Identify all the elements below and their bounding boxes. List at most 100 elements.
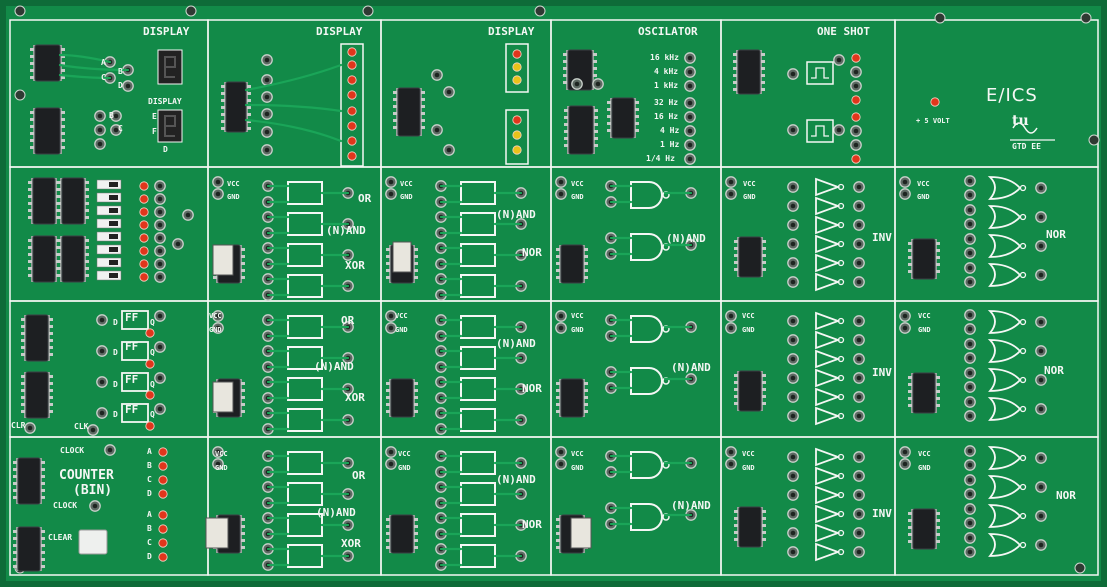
- socket-hole: [388, 191, 394, 197]
- inverter-symbol: [815, 215, 841, 235]
- input-led: [139, 220, 149, 230]
- ic-pin: [49, 410, 53, 413]
- ff-ic-2: [61, 177, 85, 225]
- ic-pin: [13, 558, 17, 561]
- xor-ic-label-tag: [212, 244, 234, 276]
- ic-pin: [414, 518, 418, 521]
- ic-pin: [386, 546, 390, 549]
- inverter-ic: [738, 236, 762, 278]
- inverter-symbol: [815, 253, 841, 273]
- socket-hole: [157, 222, 163, 228]
- socket-hole: [687, 156, 693, 162]
- ic-pin: [221, 113, 225, 116]
- and-ic-label-tag: [205, 517, 229, 549]
- nor-label-r2c6: NOR: [1046, 228, 1066, 241]
- ic-pin: [635, 101, 639, 104]
- ic-pin: [28, 195, 32, 198]
- vcc-label-r4c6: VCC: [918, 450, 931, 458]
- gnd-label-r3c5: GND: [742, 326, 755, 334]
- gnd-label-r3c6: GND: [918, 326, 931, 334]
- bcd-c-label: C: [101, 73, 106, 82]
- ic-pin: [49, 325, 53, 328]
- nor-gate-symbol: [987, 397, 1022, 421]
- display-2-led: [347, 90, 357, 100]
- cnt2-a-label: A: [147, 510, 152, 519]
- gnd-label-r4c6: GND: [918, 464, 931, 472]
- vcc-label-r2c3: VCC: [400, 180, 413, 188]
- socket-hole: [97, 113, 103, 119]
- inverter-bubble: [837, 336, 845, 344]
- ic-pin: [762, 538, 766, 541]
- socket-hole: [728, 191, 734, 197]
- socket-hole: [388, 179, 394, 185]
- ic-pin: [21, 375, 25, 378]
- socket-hole: [264, 129, 270, 135]
- ic-pin: [936, 256, 940, 259]
- socket-hole: [574, 81, 580, 87]
- ic-pin: [393, 119, 397, 122]
- copper-trace: [439, 318, 523, 338]
- socket-hole: [790, 318, 796, 324]
- gnd-label-r3c2: GND: [209, 326, 222, 334]
- socket-hole: [836, 57, 842, 63]
- osc-freq-16khz: 16 kHz: [650, 53, 679, 62]
- ic-pin: [734, 402, 738, 405]
- clear-button: [78, 529, 108, 555]
- socket-hole: [902, 449, 908, 455]
- inverter-symbol: [815, 504, 841, 524]
- display-1-label: DISPLAY: [143, 25, 190, 38]
- socket-hole: [687, 142, 693, 148]
- socket-hole: [790, 279, 796, 285]
- ic-pin: [85, 209, 89, 212]
- xor-label-r3: XOR: [345, 391, 365, 404]
- display-3-ic: [397, 87, 421, 137]
- socket-hole: [967, 506, 973, 512]
- seg-d-label: D: [163, 145, 168, 154]
- ic-pin: [908, 383, 912, 386]
- counter-ic-2: [17, 526, 41, 572]
- nor-bubble: [1019, 242, 1027, 250]
- ic-pin: [908, 256, 912, 259]
- socket-hole: [856, 413, 862, 419]
- pulse-icon: [811, 67, 829, 79]
- input-led: [139, 233, 149, 243]
- vcc-label-r4c5: VCC: [742, 450, 755, 458]
- copper-trace: [439, 411, 523, 431]
- copper-trace: [266, 547, 350, 567]
- ic-pin: [386, 410, 390, 413]
- socket-hole: [99, 317, 105, 323]
- copper-trace: [266, 380, 350, 400]
- socket-hole: [388, 449, 394, 455]
- cnt2-b-label: B: [147, 524, 152, 533]
- socket-hole: [967, 265, 973, 271]
- socket-hole: [902, 461, 908, 467]
- ic-pin: [393, 98, 397, 101]
- ic-pin: [247, 113, 251, 116]
- or-label-r4: OR: [352, 469, 366, 482]
- ic-pin: [41, 544, 45, 547]
- ic-pin: [594, 130, 598, 133]
- socket-hole: [856, 279, 862, 285]
- mounting-hole: [14, 5, 26, 17]
- inverter-bubble: [837, 355, 845, 363]
- ic-pin: [421, 91, 425, 94]
- counter-title: COUNTER: [59, 468, 114, 483]
- vcc-label-r4c4: VCC: [571, 450, 584, 458]
- input-led: [139, 246, 149, 256]
- ic-pin: [936, 533, 940, 536]
- ic-pin: [386, 269, 390, 272]
- ic-pin: [61, 69, 65, 72]
- ic-pin: [85, 216, 89, 219]
- ic-pin: [61, 62, 65, 65]
- clk-label: CLK: [74, 422, 89, 431]
- gnd-label-r2c5: GND: [743, 193, 756, 201]
- brand-logo: tu: [1012, 113, 1029, 129]
- mounting-hole: [1080, 12, 1092, 24]
- socket-hole: [157, 235, 163, 241]
- ic-pin: [734, 268, 738, 271]
- ic-pin: [85, 274, 89, 277]
- switch-lever: [109, 260, 118, 265]
- ic-pin: [733, 74, 737, 77]
- copper-trace: [266, 411, 350, 431]
